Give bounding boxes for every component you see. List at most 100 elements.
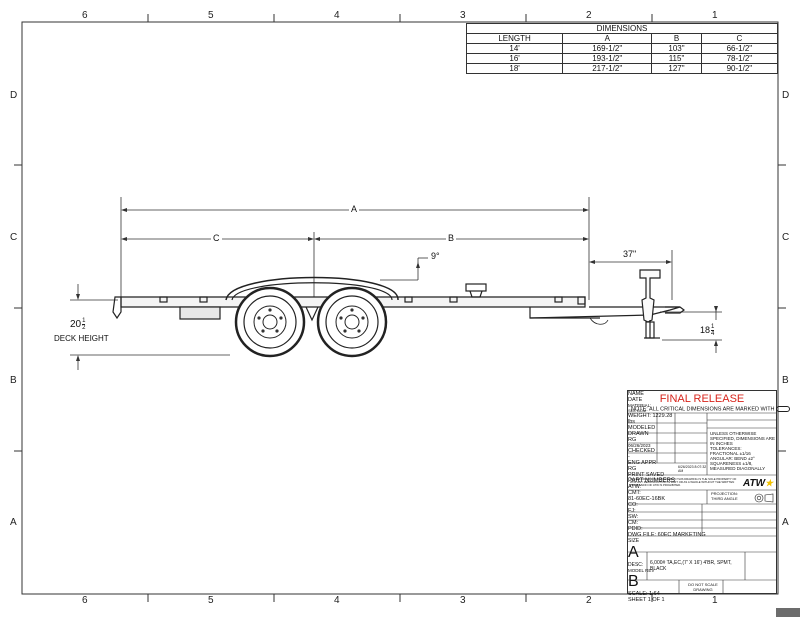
title-block: FINAL RELEASE NOTE: ALL CRITICAL DIMENSI… bbox=[627, 390, 791, 603]
dim-a-label: A bbox=[349, 204, 360, 214]
deck-height-whole: 20 bbox=[70, 319, 82, 331]
zone-col-3-top: 3 bbox=[460, 10, 466, 21]
zone-row-b-right: B bbox=[782, 375, 789, 386]
tb-drawn: DRAWN bbox=[628, 431, 649, 437]
tb-cmt: CMT: bbox=[628, 490, 641, 496]
dim-cell: 127" bbox=[651, 63, 702, 74]
tb-drawn-name: RG bbox=[628, 437, 637, 443]
jack-frac-num: 1 bbox=[711, 324, 715, 331]
wheel-rear bbox=[234, 286, 306, 358]
wheel-front bbox=[316, 286, 388, 358]
tb-units-text: UNLESS OTHERWISE SPECIFIED, DIMENSIONS A… bbox=[710, 431, 776, 446]
dim-cell: 78-1/2" bbox=[700, 53, 779, 64]
zone-col-5-bottom: 5 bbox=[208, 595, 214, 606]
zone-row-d-left: D bbox=[10, 90, 18, 101]
tb-projection: PROJECTION: THIRD ANGLE bbox=[711, 491, 738, 501]
critical-symbol-icon bbox=[776, 406, 791, 412]
dim-cell: 16' bbox=[465, 53, 564, 64]
tb-checked-name: - bbox=[628, 454, 630, 460]
dim-header: A bbox=[562, 33, 653, 44]
zone-row-a-left: A bbox=[10, 517, 17, 528]
dim-cell: 115" bbox=[651, 53, 702, 64]
zone-col-3-bottom: 3 bbox=[460, 595, 466, 606]
tb-tolerances: TOLERANCES: bbox=[710, 446, 742, 451]
zone-col-6-bottom: 6 bbox=[82, 595, 88, 606]
dimensions-title: DIMENSIONS bbox=[466, 23, 778, 34]
zone-row-d-right: D bbox=[782, 90, 790, 101]
tb-col-name: NAME bbox=[628, 391, 644, 397]
zone-row-a-right: A bbox=[782, 517, 789, 528]
tb-desc-value: 6,000# TA,EC,(7' X 16') 4'BR, SPMT, BLAC… bbox=[650, 560, 732, 572]
dim-cell: 169-1/2" bbox=[562, 43, 653, 54]
dim-b-label: B bbox=[446, 233, 457, 243]
tb-sheet: SHEET 1 OF 1 bbox=[628, 597, 665, 603]
tb-desc-label: DESC: bbox=[628, 562, 644, 568]
dimension-lines bbox=[70, 197, 722, 370]
tb-units-note: UNLESS OTHERWISE SPECIFIED, DIMENSIONS A… bbox=[710, 431, 776, 471]
dim-header: LENGTH bbox=[465, 33, 564, 44]
tb-part-no: 81-60EC-16BK bbox=[628, 496, 665, 502]
dim-cell: 66-1/2" bbox=[700, 43, 779, 54]
angle-label: 9° bbox=[431, 251, 440, 261]
deck-height-label: DECK HEIGHT bbox=[54, 334, 109, 343]
tb-material-label: MATERIAL: bbox=[628, 403, 652, 408]
atw-logo-text: ATW bbox=[743, 478, 766, 489]
dim-header: B bbox=[651, 33, 702, 44]
tb-weight-unit: lbs bbox=[628, 419, 636, 425]
zone-col-5-top: 5 bbox=[208, 10, 214, 21]
zone-col-2-bottom: 2 bbox=[586, 595, 592, 606]
critical-note-text: NOTE: ALL CRITICAL DIMENSIONS ARE MARKED… bbox=[631, 406, 775, 413]
tb-logo: ATW★ bbox=[743, 478, 773, 489]
dim-cell: 90-1/2" bbox=[700, 63, 779, 74]
tb-col-date: DATE bbox=[628, 397, 643, 403]
dim-cell: 193-1/2" bbox=[562, 53, 653, 64]
tb-drawn-date: 06/26/2023 bbox=[628, 443, 651, 448]
tb-checked: CHECKED bbox=[628, 448, 655, 454]
tb-angular: ANGULAR: BEND ±2° bbox=[710, 456, 755, 461]
zone-col-1-top: 1 bbox=[712, 10, 718, 21]
tb-scale: SCALE: 1:64 bbox=[628, 591, 660, 597]
tb-fractional: FRACTIONAL ±1/16 bbox=[710, 451, 751, 456]
star-icon: ★ bbox=[765, 478, 774, 488]
title-block-grid bbox=[627, 412, 777, 594]
tb-cm: CM: bbox=[628, 520, 639, 526]
dim-c-label: C bbox=[211, 233, 222, 243]
dim-cell: 217-1/2" bbox=[562, 63, 653, 74]
tb-print-saved-value: 6/26/2023 8:07:32 AM bbox=[678, 465, 707, 473]
tb-do-not-scale: DO NOT SCALE DRAWING bbox=[688, 582, 718, 592]
jack-frac-den: 4 bbox=[711, 331, 715, 337]
zone-col-4-bottom: 4 bbox=[334, 595, 340, 606]
tb-eng-name: RG bbox=[628, 466, 637, 472]
dimensions-table: DIMENSIONS LENGTH A B C 14' 169-1/2" 103… bbox=[465, 23, 779, 74]
tb-size-value: A bbox=[628, 544, 639, 561]
tb-squareness: SQUARENESS ±1/8, MEASURED DIAGONALLY bbox=[710, 461, 766, 471]
tb-part-numbers: PART NUMBERS bbox=[628, 478, 676, 484]
projection-icon bbox=[754, 493, 774, 503]
zone-row-c-left: C bbox=[10, 232, 18, 243]
deck-height-frac-den: 2 bbox=[82, 325, 86, 331]
tb-pdid: PDID: bbox=[628, 526, 643, 532]
tb-modeled: MODELED bbox=[628, 425, 656, 431]
tb-model-rev-label: MODEL REV bbox=[628, 568, 655, 573]
dim-header: C bbox=[700, 33, 779, 44]
critical-note: NOTE: ALL CRITICAL DIMENSIONS ARE MARKED… bbox=[631, 406, 791, 413]
tb-weight: WEIGHT: 1229.28 bbox=[628, 413, 673, 419]
final-release: FINAL RELEASE bbox=[659, 393, 745, 405]
dim-cell: 14' bbox=[465, 43, 564, 54]
tb-fj: FJ: bbox=[628, 508, 636, 514]
dim-cell: 18' bbox=[465, 63, 564, 74]
jack-whole: 18 bbox=[700, 324, 711, 335]
zone-row-c-right: C bbox=[782, 232, 790, 243]
tb-sw: SW: bbox=[628, 514, 639, 520]
tb-co: CO: bbox=[628, 502, 638, 508]
zone-col-4-top: 4 bbox=[334, 10, 340, 21]
zone-row-b-left: B bbox=[10, 375, 17, 386]
zone-col-1-bottom: 1 bbox=[712, 595, 718, 606]
dim-cell: 103" bbox=[651, 43, 702, 54]
deck-height-frac-num: 1 bbox=[82, 318, 86, 325]
tb-model-rev-value: B bbox=[628, 573, 639, 590]
zone-col-2-top: 2 bbox=[586, 10, 592, 21]
